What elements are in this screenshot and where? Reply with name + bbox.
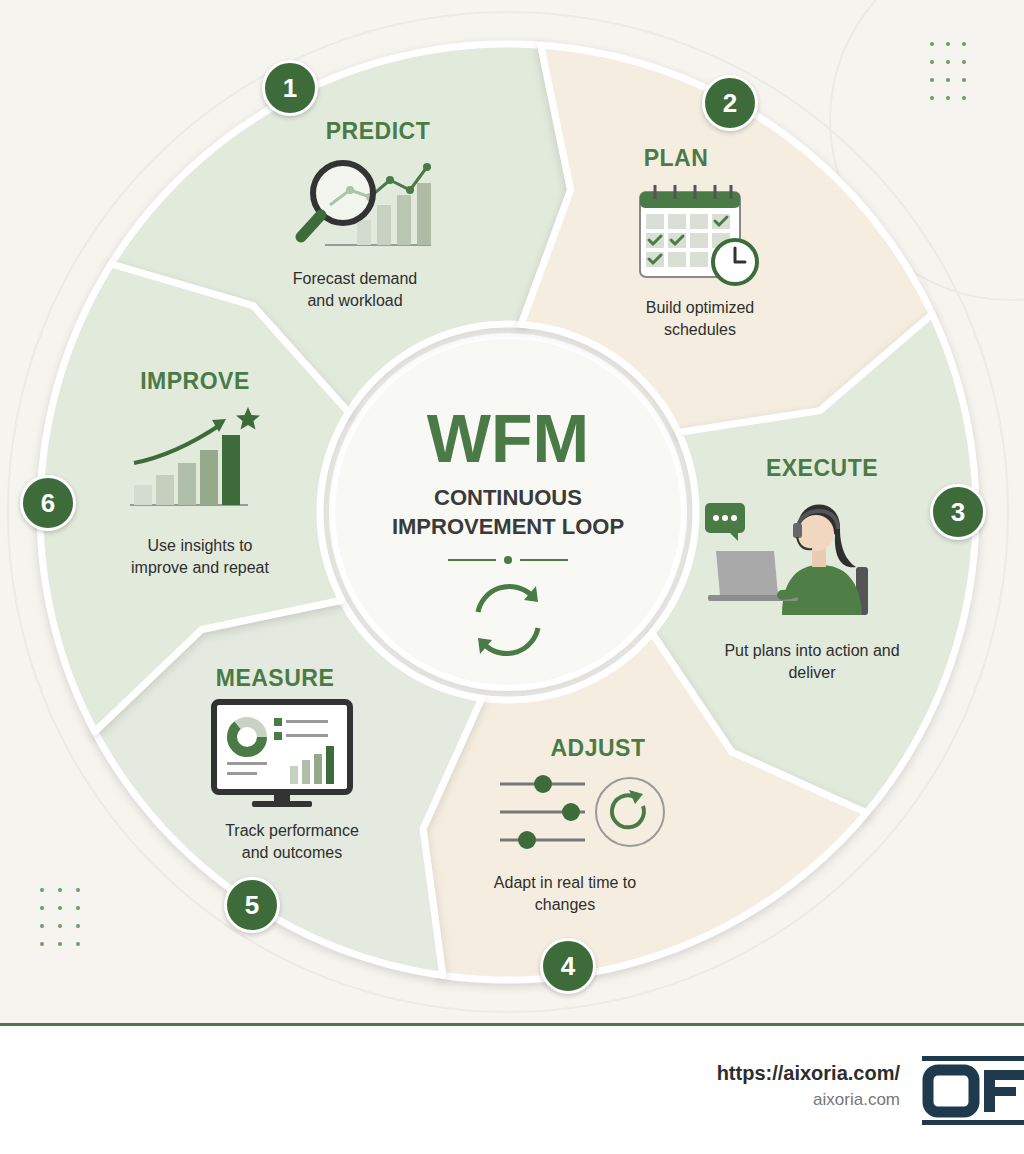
callout-number: 4 — [540, 938, 596, 994]
cycle-segment: IMPROVE Use insights to improve and repea… — [34, 257, 355, 738]
callout-number: 2 — [702, 75, 758, 131]
segment-icon — [214, 702, 350, 807]
step-heading: PLAN — [644, 145, 709, 172]
segment-outline — [40, 264, 349, 732]
footer-url: https://aixoria.com/ — [717, 1062, 900, 1085]
segment-icon — [705, 503, 868, 615]
step-description: Build optimized schedules — [630, 297, 770, 340]
step-heading: PREDICT — [326, 118, 430, 145]
step-description: Use insights to improve and repeat — [125, 535, 275, 578]
segment-icon — [500, 775, 664, 849]
footer-domain: aixoria.com — [813, 1090, 900, 1110]
footer-rule — [0, 1023, 1024, 1026]
callout-number: 1 — [262, 60, 318, 116]
subtitle: CONTINUOUS IMPROVEMENT LOOP — [383, 484, 633, 541]
brand-logo — [922, 1056, 1024, 1125]
diagram-title: WFM — [427, 404, 589, 472]
step-heading: IMPROVE — [140, 368, 250, 395]
divider — [448, 556, 568, 564]
footer-panel — [0, 1026, 1024, 1154]
segment-shape — [34, 257, 355, 738]
backdrop-rings — [8, 0, 1024, 1012]
segment-icon — [640, 185, 757, 284]
step-description: Adapt in real time to changes — [490, 872, 640, 915]
segment-outline — [423, 633, 866, 980]
step-heading: EXECUTE — [766, 455, 878, 482]
step-description: Put plans into action and deliver — [722, 640, 902, 683]
segment-icon — [130, 407, 260, 505]
step-description: Track performance and outcomes — [217, 820, 367, 863]
step-description: Forecast demand and workload — [285, 268, 425, 311]
segment-shape — [417, 626, 873, 986]
step-heading: MEASURE — [216, 665, 335, 692]
step-heading: ADJUST — [550, 735, 645, 762]
callout-number: 5 — [224, 877, 280, 933]
center-disc — [332, 336, 684, 688]
segment-icon — [301, 163, 431, 245]
callout-number: 6 — [20, 475, 76, 531]
cycle-segment: ADJUST Adapt in real time to changes — [417, 626, 873, 986]
cycle-icon — [478, 586, 538, 654]
callout-number: 3 — [930, 484, 986, 540]
